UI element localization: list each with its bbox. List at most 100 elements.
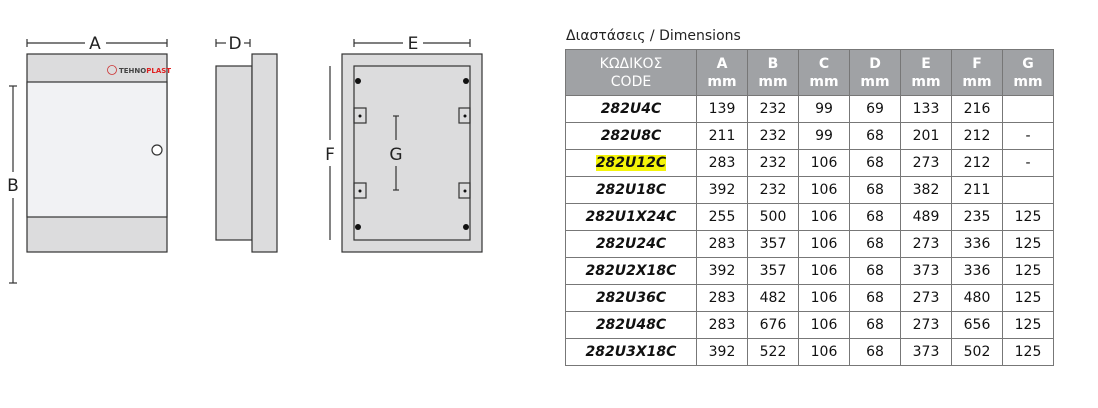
dimension-cell: 201: [900, 122, 952, 150]
dimension-cell: 392: [696, 176, 748, 204]
dimension-label-f: F: [325, 145, 335, 165]
dimension-cell: 106: [798, 338, 850, 366]
dimension-cell: 139: [696, 95, 748, 123]
product-code-cell: 282U2X18C: [565, 257, 697, 285]
dimension-label-b: B: [7, 176, 19, 196]
product-code-cell: 282U18C: [565, 176, 697, 204]
dimension-cell: [1002, 176, 1054, 204]
product-code-cell: 282U24C: [565, 230, 697, 258]
side-view: D: [215, 34, 278, 253]
dimension-cell: 133: [900, 95, 952, 123]
header-unit: mm: [1013, 73, 1043, 90]
dimension-cell: 373: [900, 338, 952, 366]
dimension-cell: 232: [747, 95, 799, 123]
product-code: 282U48C: [595, 317, 667, 333]
dimension-cell: 125: [1002, 311, 1054, 339]
dimension-label-d: D: [228, 34, 241, 54]
product-code-cell: 282U48C: [565, 311, 697, 339]
dimension-cell: 283: [696, 230, 748, 258]
dimension-cell: 125: [1002, 338, 1054, 366]
dimension-cell: [1002, 95, 1054, 123]
dimension-cell: 106: [798, 311, 850, 339]
enclosure-diagram: A B TEHNOPLAST D E F G: [7, 34, 483, 284]
dimension-cell: 69: [849, 95, 901, 123]
dimension-cell: 273: [900, 230, 952, 258]
front-view: A B TEHNOPLAST: [7, 34, 171, 284]
header-label: A: [716, 55, 728, 72]
dimension-label-g: G: [389, 145, 402, 165]
header-unit: mm: [962, 73, 992, 90]
product-code: 282U1X24C: [585, 209, 677, 225]
dimension-cell: 68: [849, 149, 901, 177]
dimension-label-e: E: [408, 34, 419, 54]
back-view: E F G: [325, 34, 483, 253]
brand-logo-icon: [107, 65, 117, 75]
product-code: 282U8C: [600, 128, 662, 144]
header-unit: mm: [707, 73, 737, 90]
header-label: F: [972, 55, 982, 72]
header-label: C: [818, 55, 830, 72]
product-code-cell: 282U8C: [565, 122, 697, 150]
dimension-cell: 232: [747, 149, 799, 177]
dimension-cell: 106: [798, 284, 850, 312]
dimension-cell: 283: [696, 311, 748, 339]
dimension-cell: 125: [1002, 257, 1054, 285]
dimension-cell: 125: [1002, 203, 1054, 231]
dimension-cell: 235: [951, 203, 1003, 231]
dimension-cell: 382: [900, 176, 952, 204]
dimension-cell: 106: [798, 257, 850, 285]
dimension-cell: 68: [849, 257, 901, 285]
product-code: 282U2X18C: [585, 263, 677, 279]
dimension-label-a: A: [89, 34, 101, 54]
dimension-cell: 357: [747, 230, 799, 258]
header-label: E: [921, 55, 931, 72]
product-code: 282U18C: [595, 182, 667, 198]
dimension-cell: 68: [849, 203, 901, 231]
product-code: 282U36C: [595, 290, 667, 306]
header-unit: CODE: [610, 73, 652, 90]
dimension-cell: 482: [747, 284, 799, 312]
dimension-cell: 255: [696, 203, 748, 231]
dimension-cell: 676: [747, 311, 799, 339]
dimension-cell: 232: [747, 122, 799, 150]
dimension-cell: 216: [951, 95, 1003, 123]
product-code: 282U4C: [600, 101, 662, 117]
dimension-cell: -: [1002, 122, 1054, 150]
dimension-cell: 211: [951, 176, 1003, 204]
dimension-cell: 273: [900, 284, 952, 312]
dimension-cell: 125: [1002, 284, 1054, 312]
dimension-cell: 125: [1002, 230, 1054, 258]
table-title: Διαστάσεις / Dimensions: [566, 28, 741, 44]
dimension-cell: 106: [798, 149, 850, 177]
dimension-cell: 489: [900, 203, 952, 231]
product-code-cell: 282U36C: [565, 284, 697, 312]
dimension-cell: 656: [951, 311, 1003, 339]
product-code: 282U3X18C: [585, 344, 677, 360]
dimension-cell: 99: [798, 95, 850, 123]
dimension-cell: 68: [849, 311, 901, 339]
dimension-cell: 212: [951, 149, 1003, 177]
dimension-cell: 480: [951, 284, 1003, 312]
product-code: 282U12C: [595, 155, 667, 171]
dimension-cell: 106: [798, 203, 850, 231]
dimension-cell: 68: [849, 122, 901, 150]
header-unit: mm: [758, 73, 788, 90]
dimension-cell: 500: [747, 203, 799, 231]
